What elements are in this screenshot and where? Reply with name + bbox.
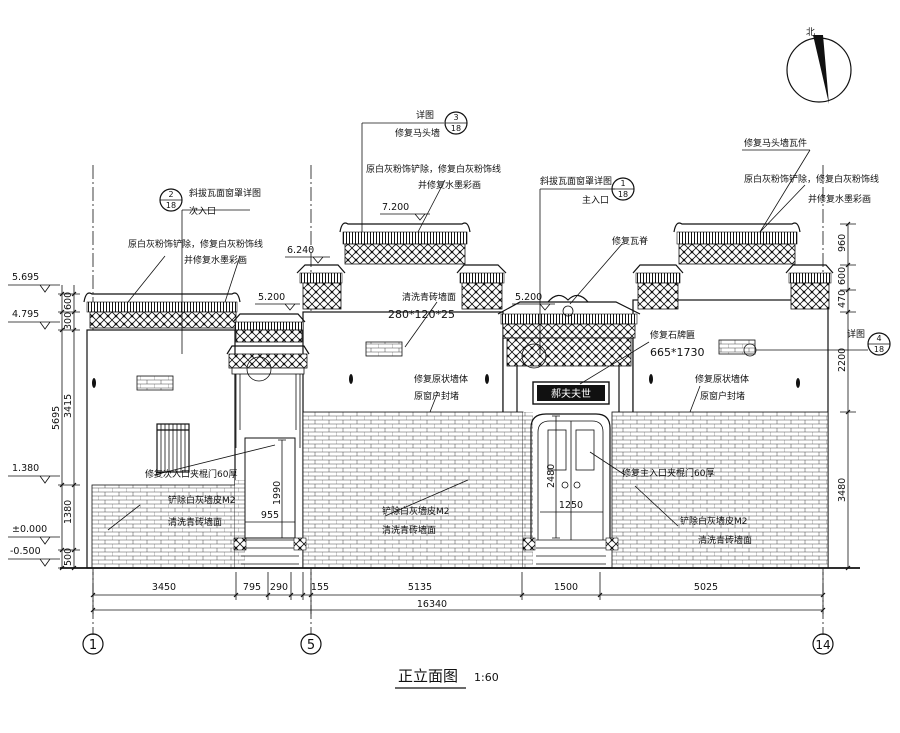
ann-plaque-size: 665*1730 — [650, 346, 705, 359]
ann-clean-top: 清洗青砖墙面 — [402, 291, 456, 303]
secondary-entrance — [226, 345, 310, 565]
ann-paint-3: 并修复水墨彩画 — [808, 193, 871, 205]
dim-left-5695: 5695 — [51, 406, 62, 430]
wall-details — [92, 339, 800, 473]
dim-bottom-3450: 3450 — [152, 582, 176, 593]
ref-2-bot: 18 — [166, 201, 176, 210]
dim-door-1250: 1250 — [559, 500, 583, 511]
plaque-text: 郝夫夫世 — [551, 388, 591, 400]
ann-wall-1: 修复原状墙体 — [414, 373, 468, 385]
ann-sec-lintel: 修复次入口夹棍门60厚 — [145, 468, 237, 480]
ann-seal-2: 原窗户封堵 — [700, 390, 745, 402]
dim-right-2200: 2200 — [837, 348, 848, 372]
brick-walls — [91, 411, 829, 569]
ref-3-top: 3 — [453, 113, 458, 122]
ann-plaster-1: 原白灰粉饰铲除，修复白灰粉饰线 — [128, 238, 263, 250]
axis-bubble-1 — [82, 633, 104, 655]
leader-lines — [107, 122, 868, 531]
dim-right-470: 470 — [837, 290, 848, 308]
ref-1-top: 1 — [620, 179, 625, 188]
ann-horse-wall: 修复马头墙 — [395, 127, 440, 139]
north-label: 北 — [806, 27, 815, 38]
ann-clean-1: 清洗青砖墙面 — [168, 516, 222, 528]
ann-wall-2: 修复原状墙体 — [695, 373, 749, 385]
axis-1-label: 1 — [89, 638, 97, 653]
ann-plaster-3: 原白灰粉饰铲除，修复白灰粉饰线 — [744, 173, 879, 185]
annotations: 详图 修复马头墙 斜拔瓦面窗罩详图 次入口 原白灰粉饰铲除，修复白灰粉饰线 并修… — [128, 109, 879, 546]
ann-plaque: 修复石牌匾 — [650, 329, 695, 341]
dim-left-600: 600 — [63, 292, 74, 310]
ann-paint-2: 并修复水墨彩画 — [418, 179, 481, 191]
level-5200-right: 5.200 — [515, 292, 542, 303]
axis-14-label: 14 — [815, 638, 830, 652]
left-dimensions: 600 300 3415 5695 1380 500 — [51, 285, 80, 571]
ann-main-lintel: 修复主入口夹棍门60厚 — [622, 467, 714, 479]
main-entrance: 郝夫夫世 — [506, 337, 632, 565]
level-neg: -0.500 — [10, 546, 41, 557]
dim-left-3415: 3415 — [63, 394, 74, 418]
ann-main: 主入口 — [582, 194, 609, 206]
ref-4-bot: 18 — [874, 345, 884, 354]
ann-secondary: 次入口 — [189, 205, 216, 217]
roof-caps — [83, 222, 834, 343]
ref-4-top: 4 — [876, 334, 881, 343]
ann-window-2: 斜拔瓦面窗罩详图 — [189, 187, 261, 199]
ann-seal-1: 原窗户封堵 — [414, 390, 459, 402]
dim-bottom-795: 795 — [243, 582, 261, 593]
dim-right-600: 600 — [837, 267, 848, 285]
axis-bubble-5 — [300, 633, 322, 655]
axis-5-label: 5 — [307, 638, 315, 653]
dim-right-960: 960 — [837, 234, 848, 252]
dim-bottom-1500: 1500 — [554, 582, 578, 593]
level-7200: 7.200 — [382, 202, 409, 213]
level-1380: 1.380 — [12, 463, 39, 474]
north-arrow: 北 — [786, 27, 852, 104]
level-5200-left: 5.200 — [258, 292, 285, 303]
ann-remove-1: 铲除白灰墙皮M2 — [168, 494, 236, 506]
level-5695: 5.695 — [12, 272, 39, 283]
dim-door-1990: 1990 — [272, 481, 283, 505]
ann-detail-3: 详图 — [416, 109, 434, 121]
ann-clean-2: 清洗青砖墙面 — [382, 524, 436, 536]
level-4795: 4.795 — [12, 309, 39, 320]
ann-window-1: 斜拔瓦面窗罩详图 — [540, 175, 612, 187]
ann-brick-size: 280*120*25 — [388, 308, 455, 321]
ann-plaster-2: 原白灰粉饰铲除，修复白灰粉饰线 — [366, 163, 501, 175]
level-6240: 6.240 — [287, 245, 314, 256]
right-dimensions: 960 600 470 2200 3480 — [837, 221, 856, 571]
ann-horse-tile: 修复马头墙瓦件 — [744, 137, 807, 149]
dim-door-2480: 2480 — [546, 464, 557, 488]
dim-left-300: 300 — [63, 312, 74, 330]
north-needle — [813, 35, 829, 104]
axis-bubbles: 1 5 14 — [82, 633, 834, 655]
dim-bottom-total: 16340 — [417, 599, 447, 610]
axis-bubble-14 — [812, 633, 834, 655]
ann-remove-3: 铲除白灰墙皮M2 — [680, 515, 748, 527]
ref-3-bot: 18 — [451, 124, 461, 133]
dim-door-955: 955 — [261, 510, 279, 521]
ref-2-top: 2 — [168, 190, 173, 199]
dim-bottom-5135: 5135 — [408, 582, 432, 593]
ann-clean-3: 清洗青砖墙面 — [698, 534, 752, 546]
dim-bottom-155: 155 — [311, 582, 329, 593]
bottom-dimensions: 3450 795 290 155 5135 1500 5025 16340 — [90, 572, 826, 614]
level-markers: 5.695 4.795 1.380 ±0.000 -0.500 5.200 6.… — [8, 202, 555, 567]
detail-refs: 3 18 2 18 1 18 4 18 — [159, 111, 891, 382]
drawing-title: 正立面图 1:60 — [395, 667, 499, 689]
dim-left-1380: 1380 — [63, 500, 74, 524]
ann-remove-2: 铲除白灰墙皮M2 — [382, 505, 450, 517]
dim-left-500: 500 — [63, 548, 74, 566]
title-text: 正立面图 — [398, 667, 458, 685]
dim-bottom-5025: 5025 — [694, 582, 718, 593]
ann-detail-4: 详图 — [847, 328, 865, 340]
level-0: ±0.000 — [12, 524, 47, 535]
ann-paint-1: 并修复水墨彩画 — [184, 254, 247, 266]
door-dimensions: 1990 955 2480 1250 — [245, 415, 603, 539]
dim-bottom-290: 290 — [270, 582, 288, 593]
title-scale: 1:60 — [474, 671, 499, 684]
ann-ridge: 修复瓦脊 — [612, 235, 648, 247]
dim-right-3480: 3480 — [837, 478, 848, 502]
ref-1-bot: 18 — [618, 190, 628, 199]
